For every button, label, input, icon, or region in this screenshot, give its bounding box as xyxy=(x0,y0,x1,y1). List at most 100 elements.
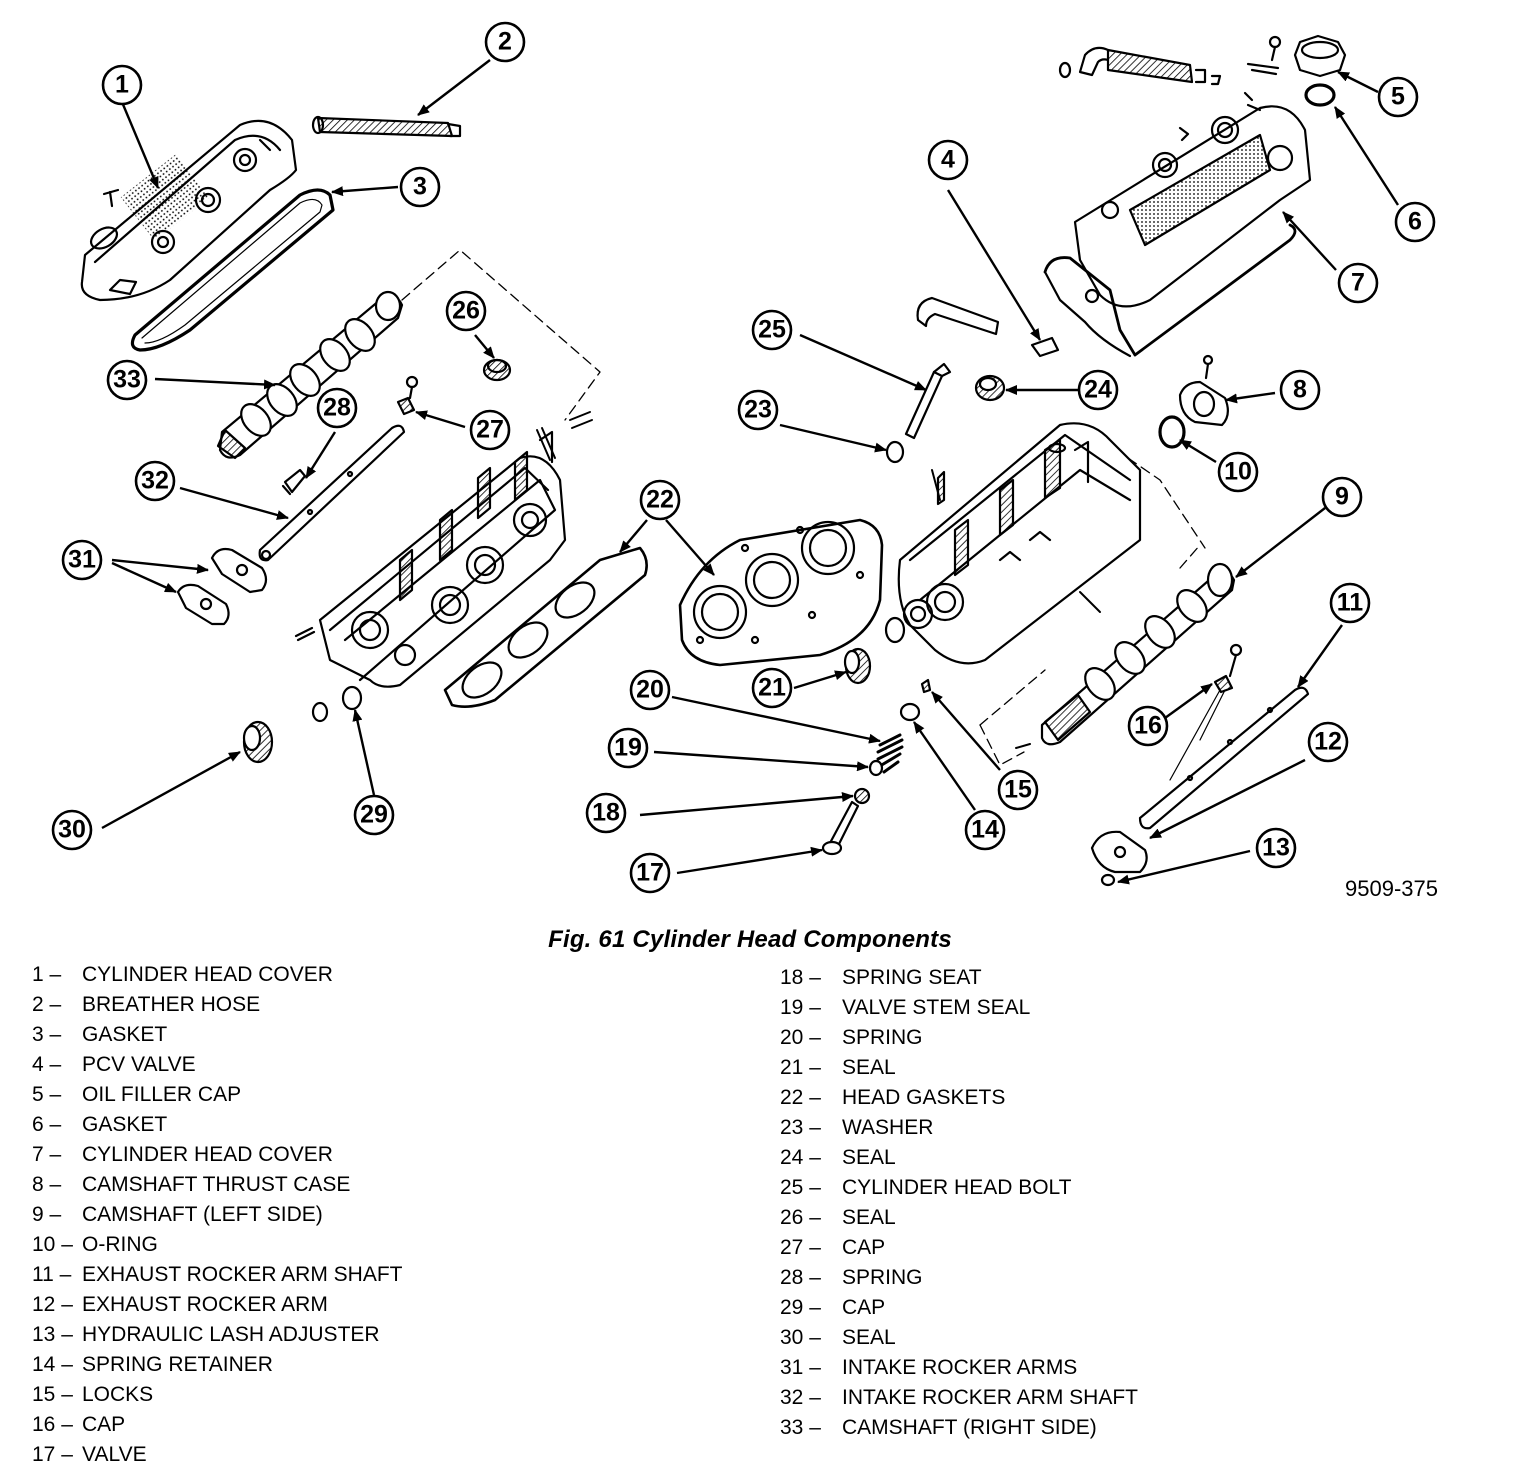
legend-number: 29 – xyxy=(780,1296,821,1319)
callout-number: 33 xyxy=(113,366,141,394)
legend-item: 19 –VALVE STEM SEAL xyxy=(780,993,1138,1023)
locks xyxy=(920,678,932,694)
callout-circle xyxy=(629,669,671,711)
legend-item: 10 –O-RING xyxy=(32,1230,403,1260)
legend-number: 31 – xyxy=(780,1356,821,1379)
legend-number: 8 – xyxy=(32,1173,62,1196)
callout-number: 30 xyxy=(58,816,86,844)
callout-4: 4 xyxy=(927,139,969,181)
callout-circle xyxy=(134,460,176,502)
cap-29 xyxy=(294,626,363,723)
callout-number: 26 xyxy=(452,297,480,325)
legend-item: 11 – EXHAUST ROCKER ARM SHAFT xyxy=(32,1260,403,1290)
callout-circle xyxy=(51,809,93,851)
legend-number: 33 – xyxy=(780,1416,821,1439)
cap-16 xyxy=(1169,643,1243,781)
legend-item: 22 –HEAD GASKETS xyxy=(780,1083,1138,1113)
legend-number: 14 – xyxy=(32,1353,73,1376)
legend-item: 28 –SPRING xyxy=(780,1263,1138,1293)
exhaust-rocker-arm-shaft xyxy=(1138,686,1310,830)
legend-number: 12 – xyxy=(32,1293,73,1316)
callout-circle xyxy=(316,387,358,429)
legend-label: EXHAUST ROCKER ARM SHAFT xyxy=(82,1263,403,1286)
callout-13: 13 xyxy=(1255,827,1297,869)
legend-label: INTAKE ROCKER ARMS xyxy=(842,1356,1078,1379)
callout-19: 19 xyxy=(607,727,649,769)
valve xyxy=(821,800,860,856)
callout-number: 4 xyxy=(941,146,955,174)
legend-label: CAMSHAFT (RIGHT SIDE) xyxy=(842,1416,1097,1439)
legend-item: 30 –SEAL xyxy=(780,1323,1138,1353)
callout-number: 1 xyxy=(115,71,129,99)
seal-26 xyxy=(482,358,512,382)
callout-circle xyxy=(639,479,681,521)
callout-circle xyxy=(1255,827,1297,869)
callout-circle xyxy=(469,409,511,451)
legend-label: PCV VALVE xyxy=(82,1053,196,1076)
callout-30: 30 xyxy=(51,809,93,851)
callout-circle xyxy=(737,389,779,431)
legend-number: 13 – xyxy=(32,1323,73,1346)
cap-27 xyxy=(396,375,419,416)
legend-label: O-RING xyxy=(82,1233,158,1256)
legend-number: 15 – xyxy=(32,1383,73,1406)
legend-item: 24 –SEAL xyxy=(780,1143,1138,1173)
callout-24: 24 xyxy=(1077,369,1119,411)
legend-number: 4 – xyxy=(32,1053,62,1076)
callout-number: 32 xyxy=(141,467,169,495)
legend-item: 29 –CAP xyxy=(780,1293,1138,1323)
breather-hose-right xyxy=(1058,46,1222,86)
legend-number: 2 – xyxy=(32,993,62,1016)
legend-label: SPRING xyxy=(842,1266,923,1289)
callout-14: 14 xyxy=(964,809,1006,851)
legend-label: INTAKE ROCKER ARM SHAFT xyxy=(842,1386,1138,1409)
callout-circle xyxy=(751,309,793,351)
callout-number: 7 xyxy=(1351,269,1365,297)
callout-circle xyxy=(1394,201,1436,243)
breather-hose-left xyxy=(311,115,462,138)
callout-27: 27 xyxy=(469,409,511,451)
callout-circle xyxy=(1307,721,1349,763)
callout-number: 6 xyxy=(1408,208,1422,236)
callout-number: 12 xyxy=(1314,728,1342,756)
legend-number: 23 – xyxy=(780,1116,821,1139)
legend-item: 8 –CAMSHAFT THRUST CASE xyxy=(32,1170,403,1200)
callout-circle xyxy=(927,139,969,181)
legend-left-column: 1 –CYLINDER HEAD COVER 2 –BREATHER HOSE … xyxy=(32,960,403,1470)
filler-cap-gasket xyxy=(1304,83,1336,107)
legend-item: 32 –INTAKE ROCKER ARM SHAFT xyxy=(780,1383,1138,1413)
callout-number: 29 xyxy=(360,801,388,829)
callout-circle xyxy=(484,21,526,63)
callout-number: 20 xyxy=(636,676,664,704)
callout-1: 1 xyxy=(101,64,143,106)
legend-item: 23 –WASHER xyxy=(780,1113,1138,1143)
callout-17: 17 xyxy=(629,852,671,894)
legend-label: SPRING xyxy=(842,1026,923,1049)
callout-21: 21 xyxy=(751,667,793,709)
callout-33: 33 xyxy=(106,359,148,401)
callout-number: 2 xyxy=(498,28,512,56)
legend-item: 17 –VALVE xyxy=(32,1440,403,1470)
legend-number: 11 – xyxy=(32,1263,72,1286)
legend-number: 18 – xyxy=(780,966,821,989)
right-cylinder-head-cover xyxy=(1043,91,1312,358)
legend-item: 16 –CAP xyxy=(32,1410,403,1440)
callout-circle xyxy=(106,359,148,401)
callout-15: 15 xyxy=(997,769,1039,811)
legend-item: 12 –EXHAUST ROCKER ARM xyxy=(32,1290,403,1320)
legend-number: 22 – xyxy=(780,1086,821,1109)
seal-30 xyxy=(242,720,274,764)
camshaft-left-side xyxy=(1040,562,1236,746)
legend-number: 6 – xyxy=(32,1113,62,1136)
callout-number: 27 xyxy=(476,416,504,444)
callout-23: 23 xyxy=(737,389,779,431)
o-ring xyxy=(1158,415,1186,449)
legend-item: 5 –OIL FILLER CAP xyxy=(32,1080,403,1110)
legend-item: 27 –CAP xyxy=(780,1233,1138,1263)
callout-number: 15 xyxy=(1004,776,1032,804)
callout-circle xyxy=(445,290,487,332)
legend-item: 13 –HYDRAULIC LASH ADJUSTER xyxy=(32,1320,403,1350)
legend-number: 7 – xyxy=(32,1143,62,1166)
callout-circle xyxy=(399,166,441,208)
callout-number: 18 xyxy=(592,799,620,827)
